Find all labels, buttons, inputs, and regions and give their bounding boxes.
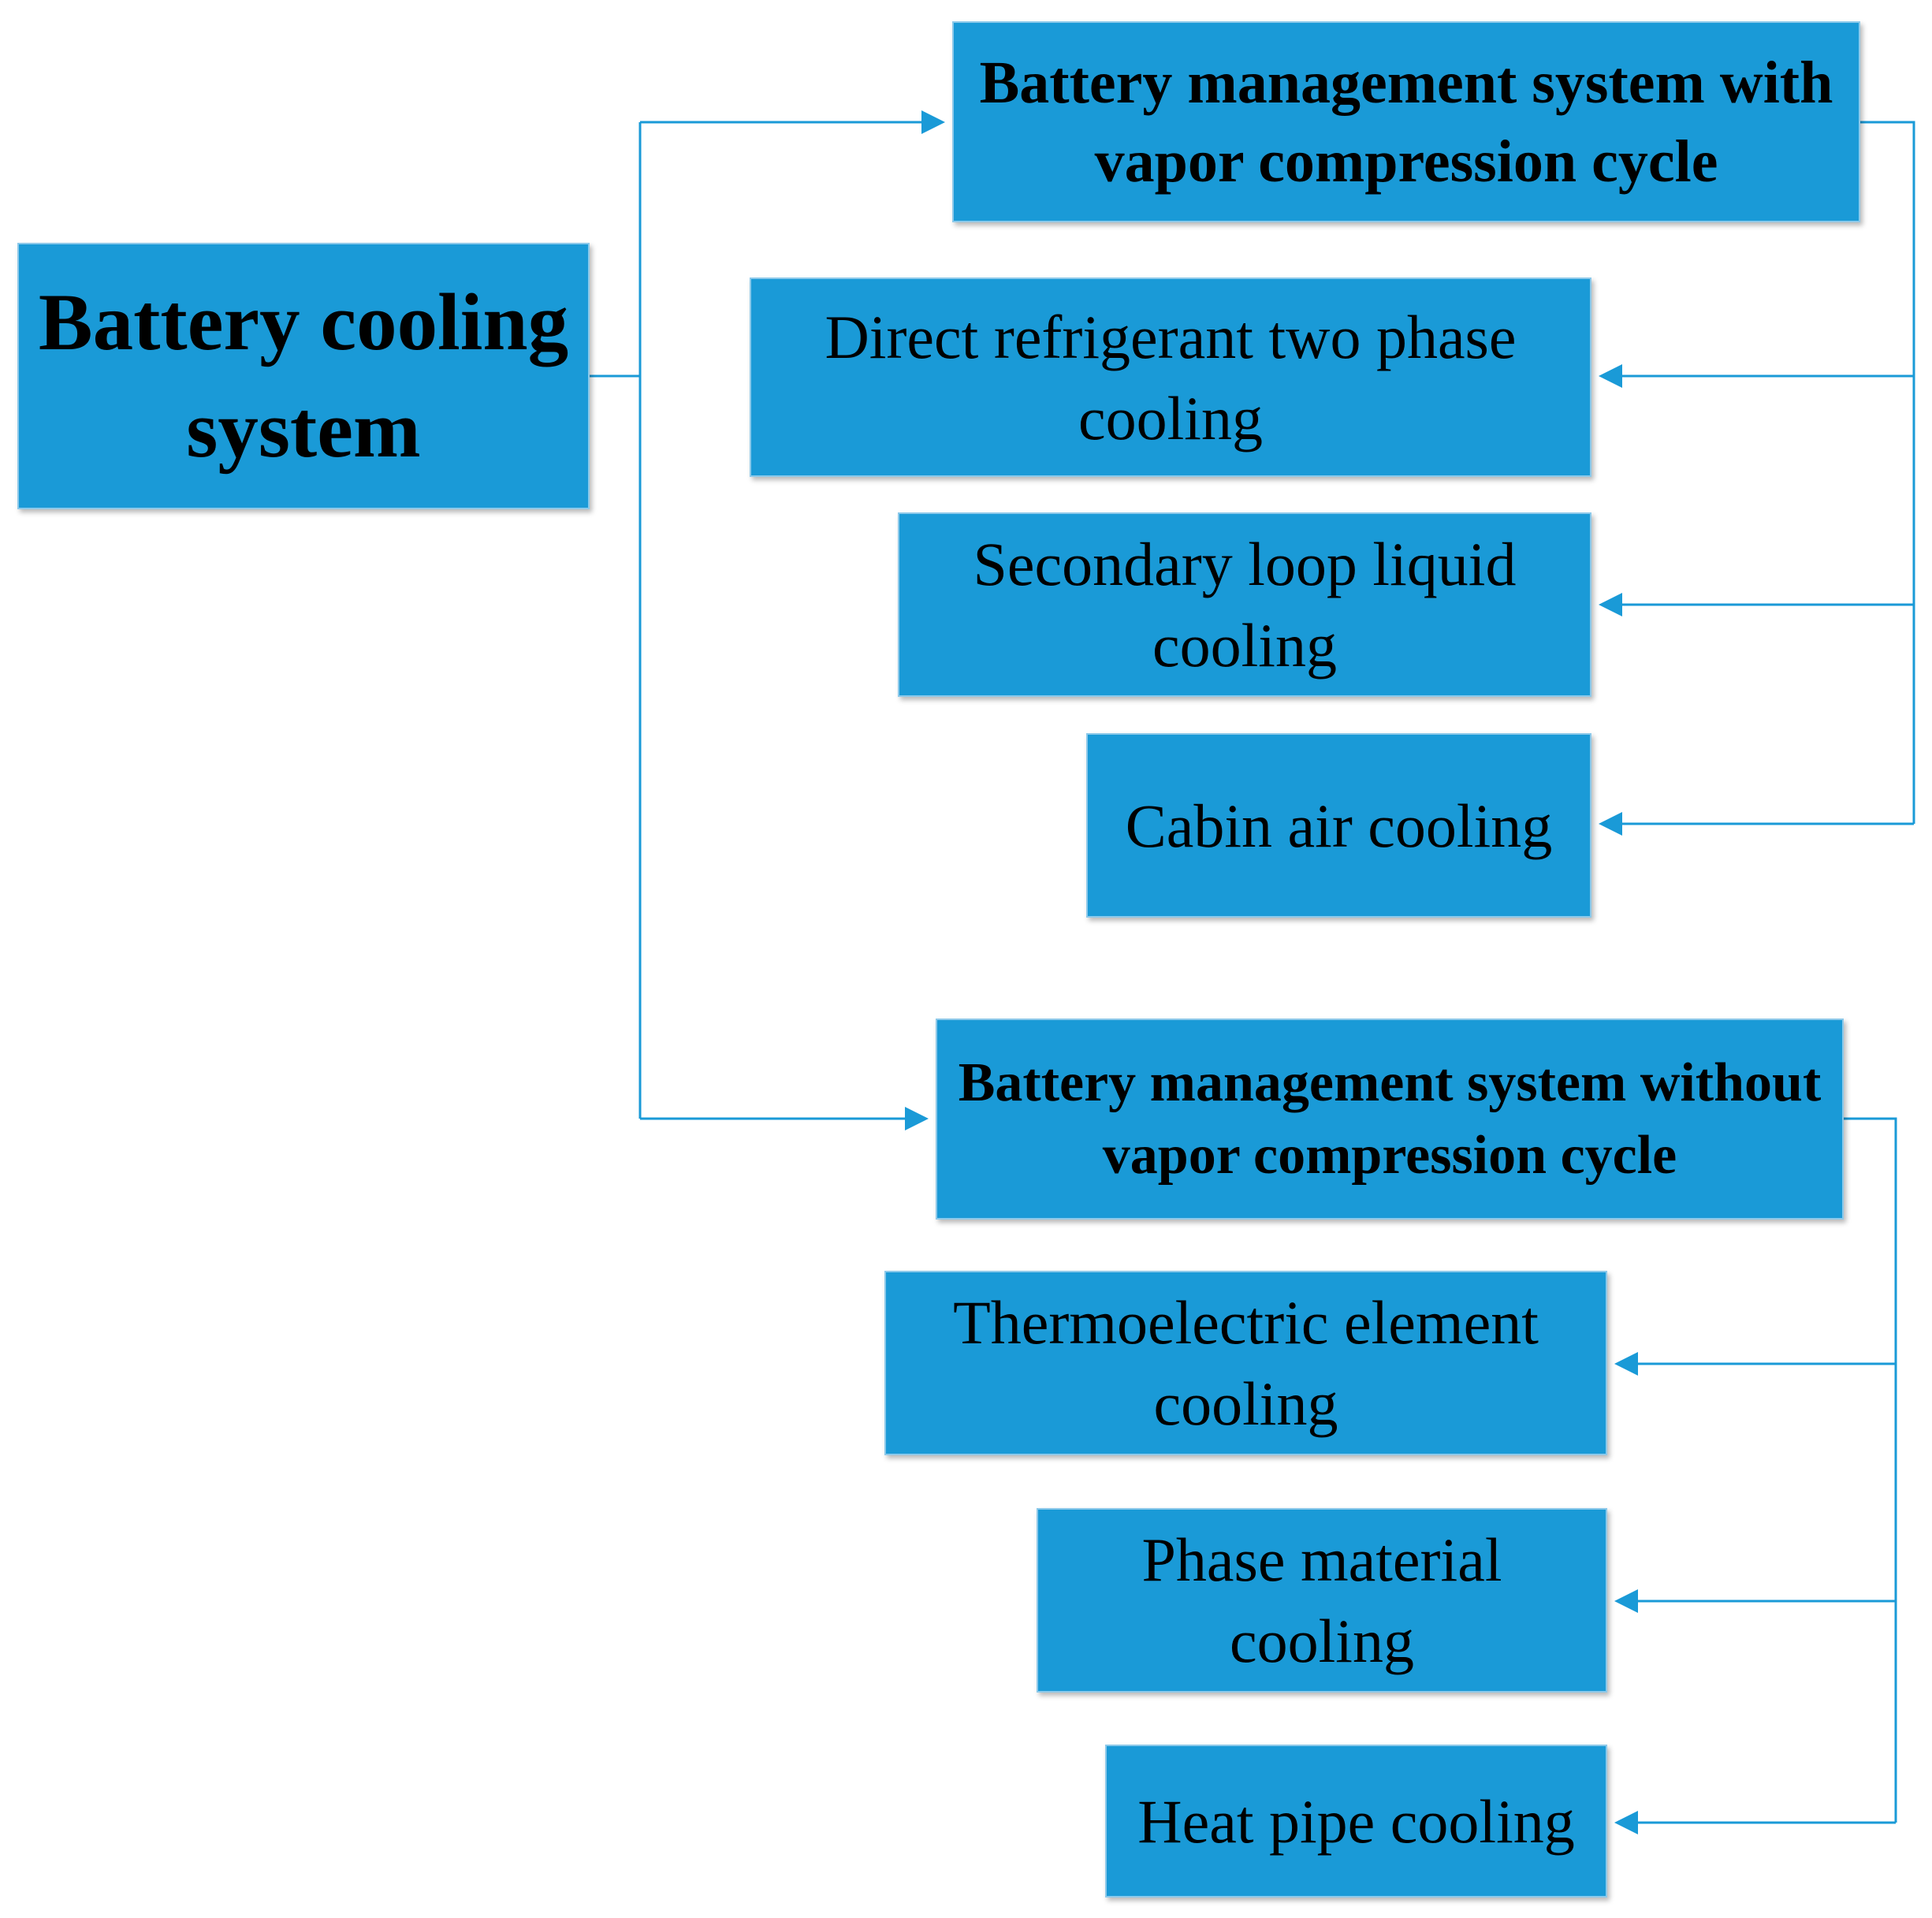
leaf-cabin-air-cooling: Cabin air cooling — [1086, 733, 1591, 918]
leaf-label: Secondary loop liquid cooling — [973, 530, 1517, 680]
leaf-label: Cabin air cooling — [1125, 791, 1553, 860]
connector-with-spine — [1860, 121, 1915, 824]
leaf-phase-material-cooling: Phase material cooling — [1037, 1508, 1607, 1693]
leaf-thermoelectric-element-cooling: Thermoelectric element cooling — [884, 1271, 1607, 1455]
leaf-label: Heat pipe cooling — [1137, 1786, 1575, 1856]
root-node-label: Battery cooling system — [38, 277, 569, 475]
category-without-vapor-compression: Battery management system without vapor … — [936, 1019, 1844, 1220]
category-with-vapor-compression: Battery management system with vapor com… — [952, 21, 1860, 222]
leaf-direct-refrigerant-two-phase-cooling: Direct refrigerant two phase cooling — [750, 277, 1591, 477]
category-without-vapor-compression-label: Battery management system without vapor … — [958, 1052, 1822, 1186]
category-with-vapor-compression-label: Battery management system with vapor com… — [979, 49, 1833, 195]
leaf-label: Thermoelectric element cooling — [953, 1288, 1539, 1438]
leaf-label: Direct refrigerant two phase cooling — [825, 302, 1517, 452]
connector-without-spine — [1844, 1117, 1897, 1823]
leaf-secondary-loop-liquid-cooling: Secondary loop liquid cooling — [898, 512, 1591, 697]
leaf-heat-pipe-cooling: Heat pipe cooling — [1105, 1745, 1607, 1898]
leaf-label: Phase material cooling — [1141, 1525, 1502, 1675]
root-node: Battery cooling system — [17, 243, 590, 509]
